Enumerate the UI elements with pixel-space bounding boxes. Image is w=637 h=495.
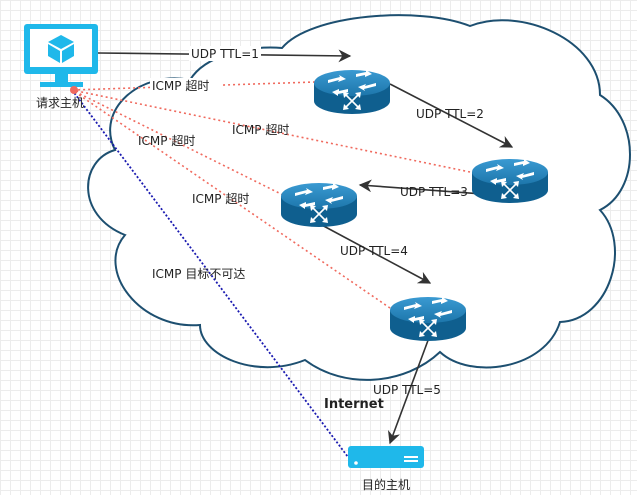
- dest-host-icon: [348, 446, 424, 468]
- icmp-line-3: [71, 89, 284, 196]
- icmp-timeout-label-3: ICMP 超时: [138, 133, 195, 148]
- dest-host-label: 目的主机: [362, 477, 410, 492]
- icmp-line-4: [71, 89, 391, 309]
- request-host-label: 请求主机: [36, 96, 84, 110]
- icmp-unreachable-line: [71, 89, 349, 458]
- udp-label-2: UDP TTL=2: [416, 107, 484, 121]
- udp-arrow-4: [317, 222, 432, 284]
- router-1: [313, 69, 391, 115]
- udp-arrow-2: [389, 83, 514, 148]
- icmp-unreachable-label: ICMP 目标不可达: [152, 267, 245, 281]
- router-3: [280, 182, 358, 228]
- udp-label-5: UDP TTL=5: [373, 383, 441, 397]
- udp-label-4: UDP TTL=4: [340, 244, 408, 258]
- udp-label-1: UDP TTL=1: [191, 47, 259, 61]
- internet-cloud: [87, 14, 631, 381]
- icmp-timeout-label-2: ICMP 超时: [232, 122, 289, 137]
- internet-label: Internet: [324, 397, 384, 412]
- icmp-timeout-label-4: ICMP 超时: [192, 191, 249, 206]
- router-2: [471, 158, 549, 204]
- icmp-convergence-dot: [70, 86, 78, 94]
- udp-label-3: UDP TTL=3: [400, 185, 468, 199]
- edge-labels: UDP TTL=1 UDP TTL=2 UDP TTL=3 UDP TTL=4 …: [138, 46, 484, 397]
- request-host-icon: [24, 24, 98, 87]
- router-4: [389, 296, 467, 342]
- icmp-timeout-label-1: ICMP 超时: [152, 78, 209, 93]
- udp-arrow-5: [387, 334, 431, 445]
